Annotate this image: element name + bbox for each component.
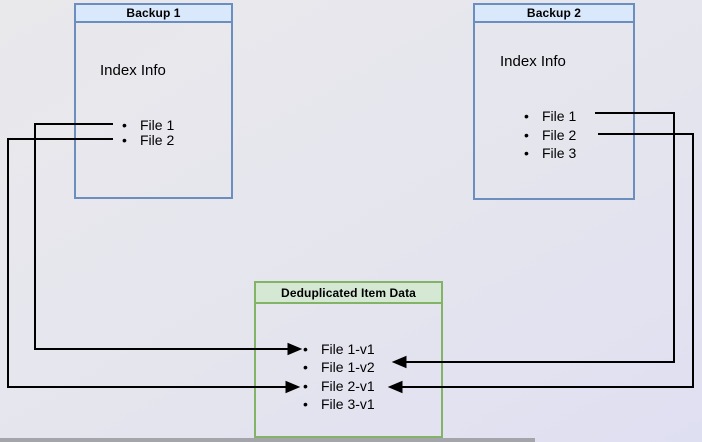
window-bottom-edge [0, 438, 535, 442]
backup2-index-info-label: Index Info [500, 53, 566, 70]
backup1-index-info-label: Index Info [100, 62, 166, 79]
dedup-item: • File 1-v2 [303, 358, 375, 376]
dedup-item: • File 2-v1 [303, 377, 375, 395]
backup2-file-item: • File 3 [524, 144, 576, 162]
file-label: File 1 [542, 108, 577, 124]
dedup-title: Deduplicated Item Data [256, 283, 441, 304]
bullet-icon: • [303, 359, 308, 375]
bullet-icon: • [524, 145, 529, 161]
backup2-file-item: • File 1 [524, 107, 576, 125]
bullet-icon: • [524, 127, 529, 143]
backup2-title: Backup 2 [475, 5, 633, 23]
dedup-item: • File 3-v1 [303, 395, 375, 413]
file-label: File 2 [140, 132, 175, 148]
backup2-file-item: • File 2 [524, 126, 576, 144]
dedup-item: • File 1-v1 [303, 340, 375, 358]
dedup-item-label: File 1-v1 [321, 341, 375, 357]
bullet-icon: • [303, 396, 308, 412]
backup1-title: Backup 1 [76, 5, 231, 23]
dedup-item-label: File 1-v2 [321, 359, 375, 375]
dedup-item-label: File 3-v1 [321, 396, 375, 412]
file-label: File 3 [542, 145, 577, 161]
backup1-file-item: • File 2 [122, 131, 174, 149]
backup1-box: Backup 1 [74, 3, 233, 199]
bullet-icon: • [303, 378, 308, 394]
bullet-icon: • [524, 108, 529, 124]
file-label: File 2 [542, 127, 577, 143]
bullet-icon: • [303, 341, 308, 357]
bullet-icon: • [122, 132, 127, 148]
backup2-box: Backup 2 [473, 3, 635, 200]
dedup-item-label: File 2-v1 [321, 378, 375, 394]
